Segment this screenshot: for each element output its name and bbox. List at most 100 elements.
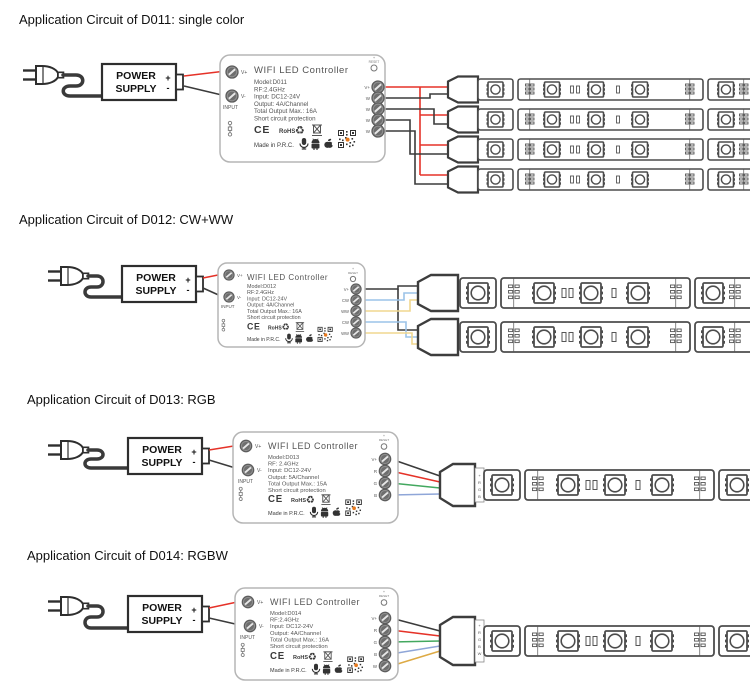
- reset-button: [349, 275, 357, 283]
- output-terminal: [350, 294, 362, 306]
- qr-code: [347, 656, 364, 673]
- output-terminal: [378, 452, 392, 466]
- spec-line: Short circuit protection: [270, 644, 328, 650]
- output-terminal: [350, 305, 362, 317]
- recycle-icon: ♻: [308, 652, 317, 663]
- terminal-label: R: [374, 628, 377, 633]
- output-terminal: [378, 476, 392, 490]
- recycle-icon: ♻: [295, 125, 305, 137]
- power-cable: [83, 604, 130, 630]
- led-strip: [446, 75, 750, 104]
- output-terminal: [378, 635, 392, 649]
- terminal-label: B: [374, 493, 377, 498]
- reset-plus: +: [352, 267, 354, 271]
- terminal-label: W: [366, 118, 371, 123]
- spec-line: Model:D014: [270, 611, 302, 617]
- made-in-label: Made in P.R.C.: [268, 511, 305, 517]
- certification-badges: CE RoHS ♻ Made in P.R.C.: [270, 651, 364, 676]
- terminal-label: W: [373, 664, 378, 669]
- input-terminal-vminus: [241, 463, 255, 477]
- reset-plus: +: [373, 55, 376, 60]
- output-terminal: [378, 464, 392, 478]
- spec-line: Total Output Max.: 15A: [268, 481, 327, 487]
- spec-line: Output: 4A/Channel: [254, 101, 308, 108]
- power-cable: [83, 448, 130, 470]
- spec-line: Output: 4A/Channel: [247, 303, 294, 309]
- strip-pin-label: B: [478, 494, 481, 499]
- strip-pin-label: G: [478, 637, 481, 642]
- input-terminal-vplus: [239, 439, 253, 453]
- power-supply: [100, 62, 185, 102]
- spec-line: RF:2.4GHz: [254, 86, 285, 93]
- spec-line: Output: 4A/Channel: [270, 631, 321, 637]
- spec-line: Input: DC12-24V: [247, 296, 288, 302]
- reset-label: RESET: [379, 594, 389, 598]
- terminal-label: V+: [364, 85, 370, 90]
- terminal-label: V-: [257, 468, 262, 474]
- led-strip: [446, 165, 750, 194]
- terminal-label: W: [366, 107, 371, 112]
- spec-line: Input: DC12-24V: [268, 468, 311, 474]
- terminal-label: G: [374, 481, 378, 486]
- spec-line: Input: DC12-24V: [270, 624, 313, 630]
- output-terminal: [350, 316, 362, 328]
- terminal-label: V+: [257, 600, 263, 606]
- qr-code: [338, 130, 356, 148]
- spec-line: Short circuit protection: [247, 315, 301, 321]
- terminal-label: V-: [237, 295, 242, 300]
- circuit-d013: + R G B V+ V- INPUT WIFI LED Controller …: [46, 431, 750, 524]
- input-terminal-vplus: [225, 65, 239, 79]
- terminal-label: W: [366, 129, 371, 134]
- input-label: INPUT: [223, 105, 238, 111]
- spec-line: Short circuit protection: [254, 116, 316, 123]
- input-label: INPUT: [238, 479, 253, 485]
- terminal-label: CW: [342, 320, 349, 325]
- power-plug-icon: [46, 595, 90, 617]
- power-plug-icon: [46, 439, 90, 461]
- circuit-title-d011: Application Circuit of D011: single colo…: [19, 12, 245, 27]
- power-cable: [83, 274, 124, 299]
- terminal-label: CW: [342, 298, 349, 303]
- terminal-label: V+: [372, 616, 378, 621]
- terminal-label: V+: [255, 444, 261, 450]
- power-cable: [61, 73, 104, 98]
- led-strip: + R G B: [438, 462, 750, 508]
- android-icon: [322, 663, 331, 676]
- led-strip: [416, 273, 750, 313]
- rohs-label: RoHS: [268, 325, 282, 331]
- reset-label: RESET: [348, 271, 358, 275]
- terminal-label: V+: [344, 287, 350, 292]
- terminal-label: V-: [259, 624, 264, 630]
- led-strip: [416, 317, 750, 357]
- controller-title: WIFI LED Controller: [254, 65, 349, 76]
- circuit-title-d013: Application Circuit of D013: RGB: [27, 392, 216, 407]
- spec-line: Model:D012: [247, 284, 276, 290]
- made-in-label: Made in P.R.C.: [270, 668, 307, 674]
- spec-line: Output: 5A/Channel: [268, 475, 319, 481]
- spec-line: Total Output Max.: 16A: [247, 309, 302, 315]
- reset-plus: +: [383, 434, 386, 438]
- psu-positive-wire: [183, 70, 227, 77]
- power-plug-icon: [46, 265, 90, 287]
- spec-line: Total Output Max.: 16A: [254, 108, 318, 115]
- reset-plus: +: [383, 590, 386, 594]
- power-plug-icon: [21, 64, 65, 86]
- led-strip: [446, 135, 750, 164]
- psu-negative-wire: [183, 85, 227, 97]
- input-terminal-vplus: [223, 269, 235, 281]
- spec-line: RF:2.4GHz: [270, 618, 299, 624]
- rohs-label: RoHS: [279, 129, 295, 135]
- rohs-label: RoHS: [293, 655, 308, 661]
- input-terminal-vminus: [223, 291, 235, 303]
- reset-button: [370, 64, 378, 72]
- output-terminal: [371, 124, 385, 138]
- reset-button: [380, 443, 388, 450]
- output-terminal: [371, 80, 385, 94]
- circuit-title-d014: Application Circuit of D014: RGBW: [27, 548, 229, 563]
- power-supply: [126, 594, 211, 634]
- output-terminal: [378, 647, 392, 661]
- android-icon: [320, 506, 329, 519]
- rohs-label: RoHS: [291, 498, 306, 504]
